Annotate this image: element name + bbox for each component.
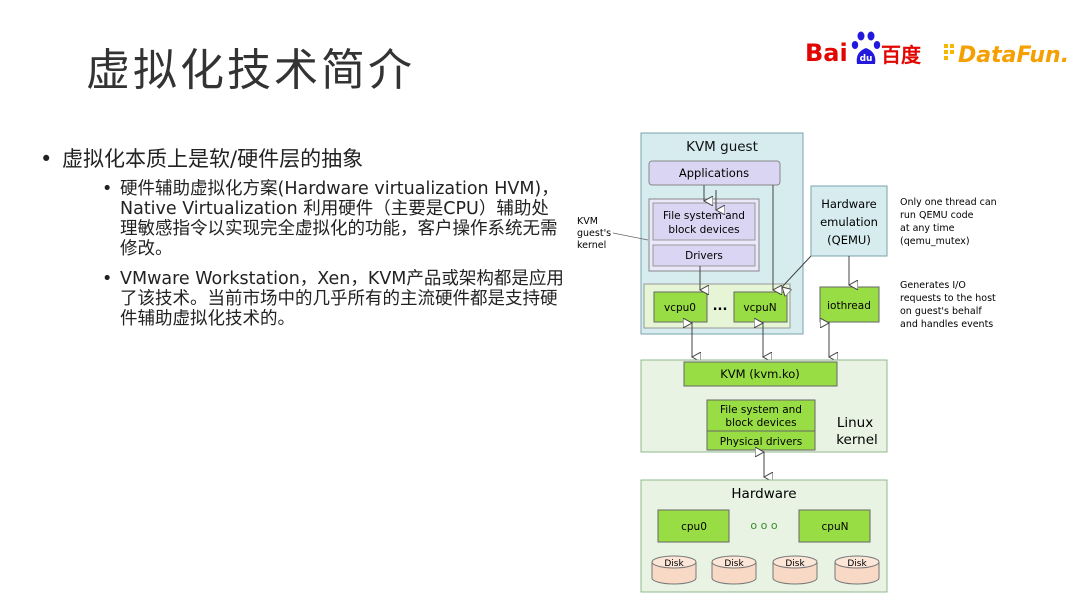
svg-text:Bai: Bai xyxy=(805,39,848,67)
baidu-logo: Bai du 百度 xyxy=(805,31,922,67)
disk-label-4: Disk xyxy=(847,559,867,569)
disk-label-3: Disk xyxy=(785,559,805,569)
cpun-label: cpuN xyxy=(822,521,849,533)
guest-fs-label-1: File system and xyxy=(663,210,745,222)
hardware-title: Hardware xyxy=(731,486,796,502)
physical-drivers-label: Physical drivers xyxy=(720,436,802,448)
guest-fs-label-2: block devices xyxy=(668,224,739,236)
host-fs-box xyxy=(706,399,816,432)
note-thread-2: run QEMU code xyxy=(900,210,974,221)
disk-3: Disk xyxy=(772,555,818,585)
guest-kernel-label-3: kernel xyxy=(577,240,606,251)
kvm-guest-title: KVM guest xyxy=(686,139,758,155)
paw-icon: du xyxy=(851,31,881,64)
sub-bullet-products: VMware Workstation，Xen，KVM产品或架构都是应用了该技术。… xyxy=(102,269,565,329)
iothread-label: iothread xyxy=(827,300,871,312)
host-fs-label-1: File system and xyxy=(720,404,802,416)
guest-drivers-box xyxy=(652,244,756,267)
note-thread-1: Only one thread can xyxy=(900,197,997,208)
applications-label: Applications xyxy=(679,166,749,180)
svg-text:百度: 百度 xyxy=(881,43,922,67)
note-thread-3: at any time xyxy=(900,223,955,234)
vcpu0-box xyxy=(653,291,708,323)
qemu-label-2: emulation xyxy=(820,215,878,229)
disk-4: Disk xyxy=(834,555,880,585)
cpu-dots: o o o xyxy=(750,519,777,532)
vcpun-label: vcpuN xyxy=(743,302,776,314)
applications-box xyxy=(648,160,781,186)
bullet-list: 虚拟化本质上是软/硬件层的抽象 硬件辅助虚拟化方案(Hardware virtu… xyxy=(40,145,565,339)
kvm-module-box xyxy=(683,361,838,387)
guest-kernel-label-1: KVM xyxy=(577,216,598,227)
cpu0-label: cpu0 xyxy=(681,521,707,533)
cpun-box xyxy=(798,509,871,543)
main-bullet: 虚拟化本质上是软/硬件层的抽象 xyxy=(40,145,565,173)
note-io-3: on guest's behalf xyxy=(900,306,982,317)
note-io-1: Generates I/O xyxy=(900,280,966,291)
guest-fs-box xyxy=(652,202,756,241)
guest-kernel-pointer xyxy=(612,232,649,241)
note-thread-4: (qemu_mutex) xyxy=(900,236,970,247)
arrow-qemu-to-vcpun xyxy=(782,255,812,287)
cpu0-box xyxy=(657,509,730,543)
note-io-4: and handles events xyxy=(900,319,993,330)
qemu-label-3: (QEMU) xyxy=(827,233,871,247)
datafun-logo: DataFun. xyxy=(944,43,1068,68)
guest-drivers-label: Drivers xyxy=(685,250,723,262)
slide-title: 虚拟化技术简介 xyxy=(86,45,415,96)
sub-bullet-list: 硬件辅助虚拟化方案(Hardware virtualization HVM)，N… xyxy=(102,179,565,329)
svg-text:du: du xyxy=(860,54,873,64)
kvm-architecture-diagram: KVM guest Applications File system and b… xyxy=(577,132,997,593)
linux-kernel-label-1: Linux xyxy=(837,415,873,431)
kvm-module-label: KVM (kvm.ko) xyxy=(720,367,800,381)
svg-text:DataFun.: DataFun. xyxy=(958,43,1068,68)
vcpu0-label: vcpu0 xyxy=(664,302,696,314)
host-fs-label-2: block devices xyxy=(725,417,796,429)
disk-label-2: Disk xyxy=(724,559,744,569)
disk-label-1: Disk xyxy=(664,559,684,569)
linux-kernel-label-2: kernel xyxy=(836,432,878,448)
sub-bullet-hvm: 硬件辅助虚拟化方案(Hardware virtualization HVM)，N… xyxy=(102,179,565,259)
vcpu-ellipsis: ... xyxy=(713,299,728,314)
dots-icon xyxy=(944,44,954,60)
guest-kernel-label-2: guest's xyxy=(577,228,611,239)
disk-1: Disk xyxy=(651,555,697,585)
vcpun-box xyxy=(733,291,788,323)
disk-2: Disk xyxy=(711,555,757,585)
qemu-box xyxy=(810,185,888,257)
qemu-label-1: Hardware xyxy=(821,197,877,211)
note-io-2: requests to the host xyxy=(900,293,996,304)
